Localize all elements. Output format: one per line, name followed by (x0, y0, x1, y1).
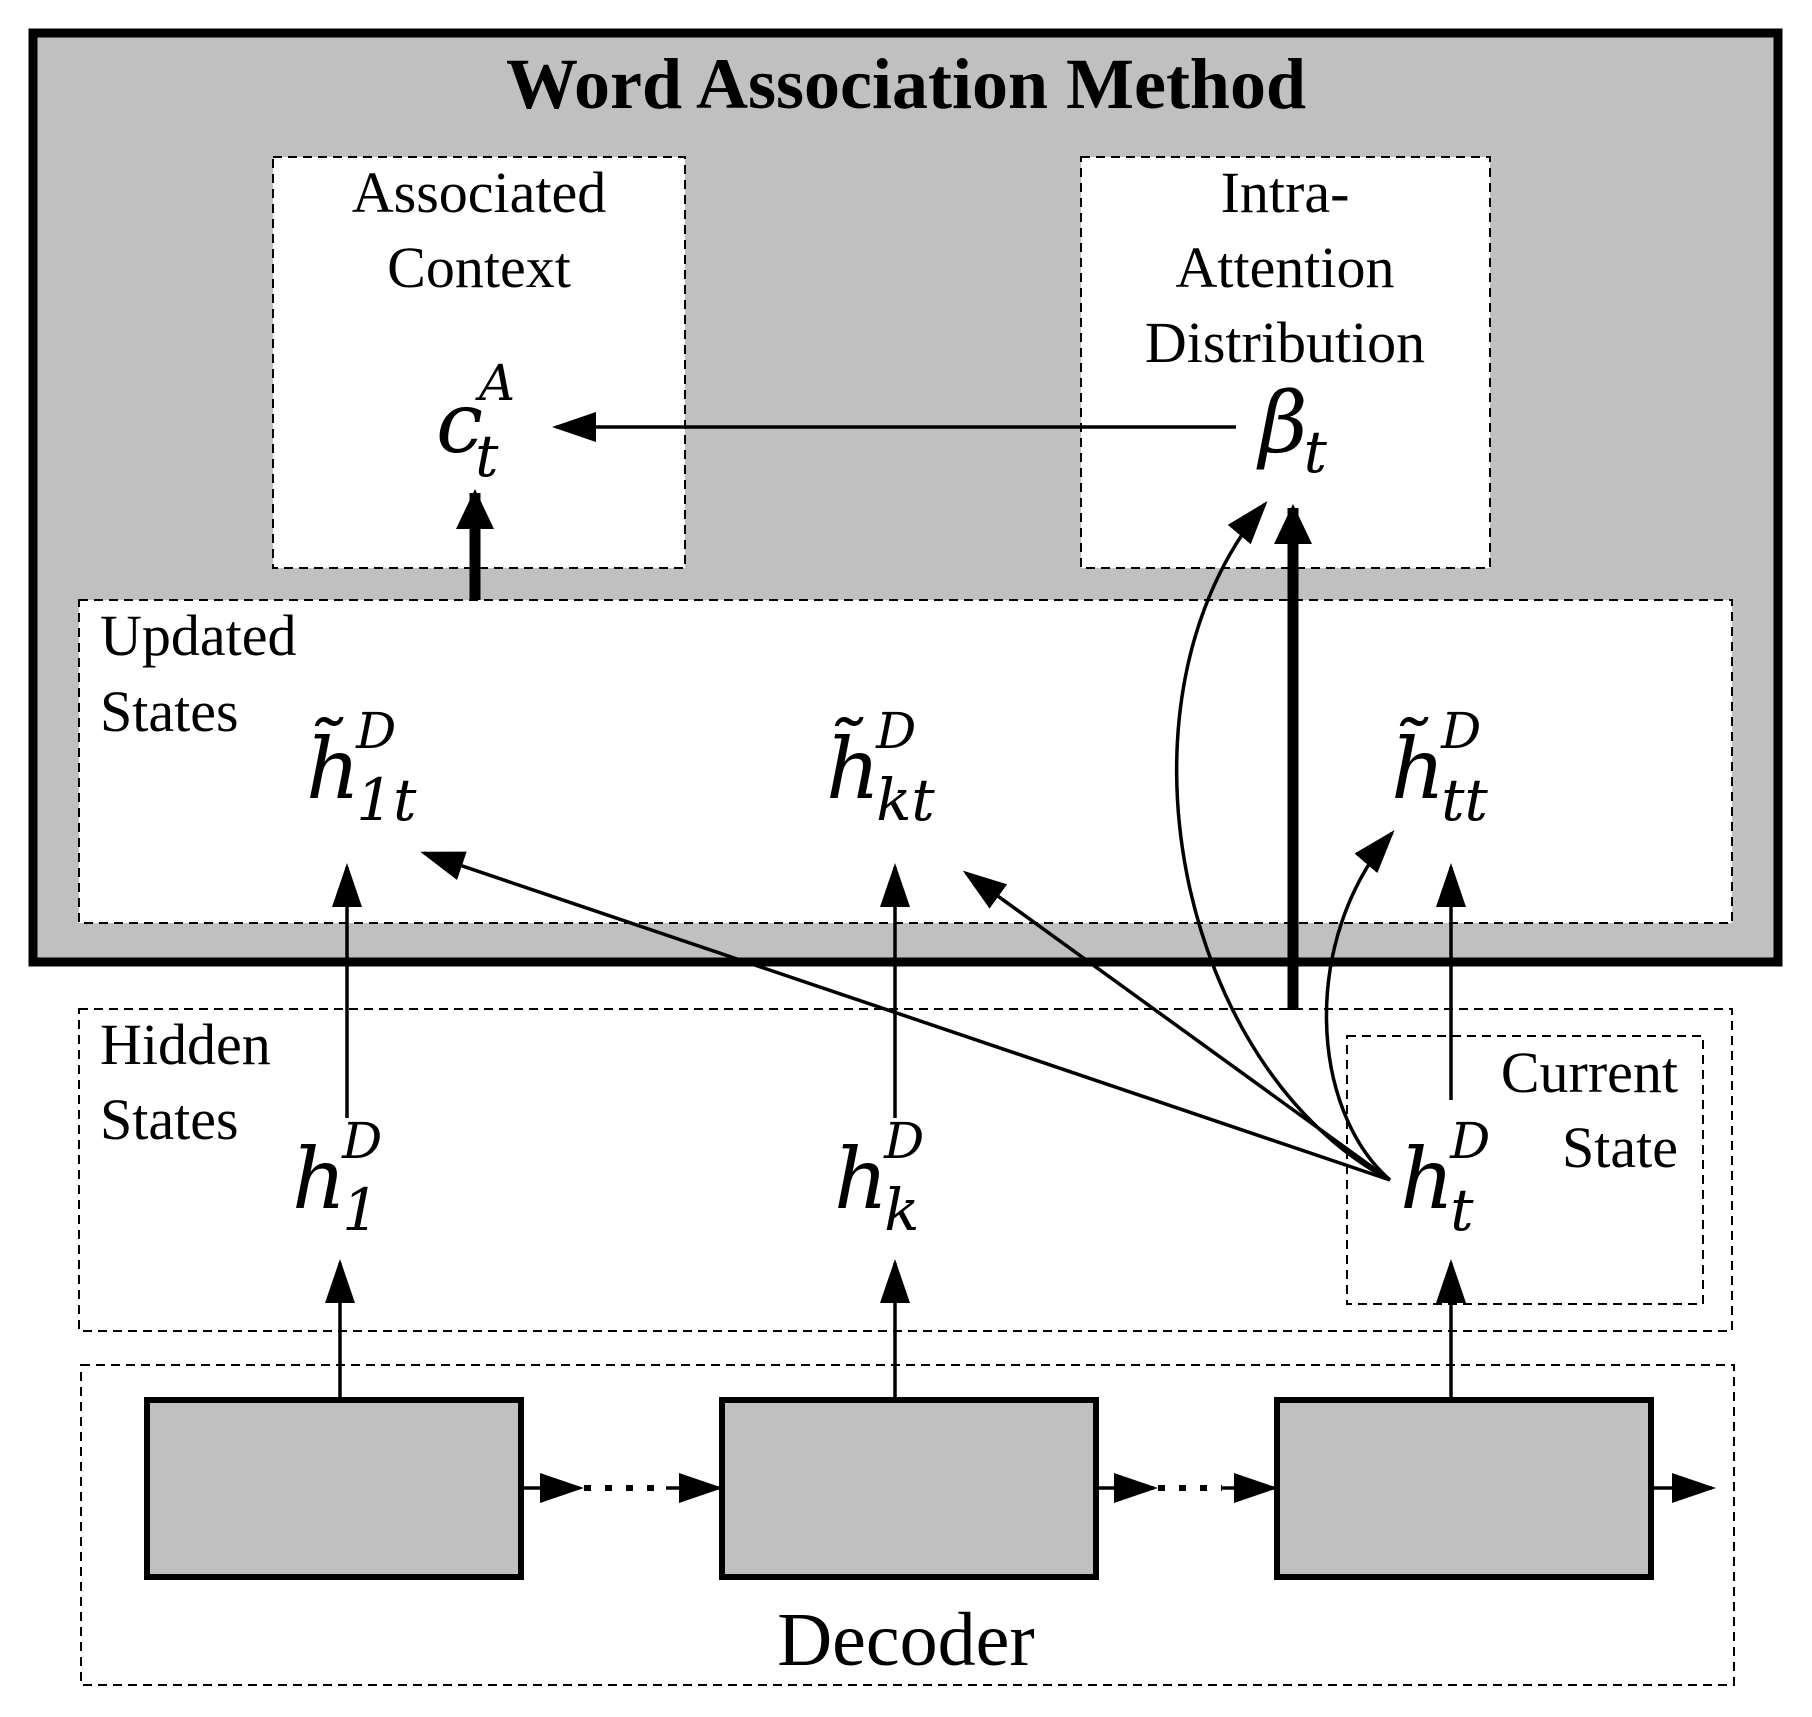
decoder-cell-k (719, 1397, 1099, 1580)
intra-attention-box (1080, 156, 1491, 569)
panel-title: Word Association Method (506, 44, 1306, 124)
ht-to-beta-curve (1174, 500, 1391, 1182)
hidden-states-label-1: Hidden (100, 1012, 271, 1077)
updated-states-label-1: Updated (100, 603, 297, 668)
current-state-label-2: State (1562, 1115, 1678, 1180)
decoder-label: Decoder (777, 1598, 1034, 1682)
intra-attention-label-3: Distribution (1145, 310, 1425, 375)
beta-symbol: βt (1256, 374, 1328, 486)
current-state-label-1: Current (1501, 1040, 1678, 1105)
associated-context-label-1: Associated (352, 160, 607, 225)
associated-context-label-2: Context (387, 235, 571, 300)
current-state-box (1346, 1035, 1704, 1305)
hidden-states-label-2: States (100, 1087, 239, 1152)
decoder-cell-t (1274, 1397, 1654, 1580)
updated-states-label-2: States (100, 679, 239, 744)
ht-to-updated-1t-arrow (420, 851, 1391, 1182)
intra-attention-label-1: Intra- (1221, 160, 1350, 225)
ht-to-updated-tt-curve (1324, 829, 1395, 1182)
intra-attention-label-2: Attention (1175, 235, 1394, 300)
decoder-cell-1 (144, 1397, 524, 1580)
